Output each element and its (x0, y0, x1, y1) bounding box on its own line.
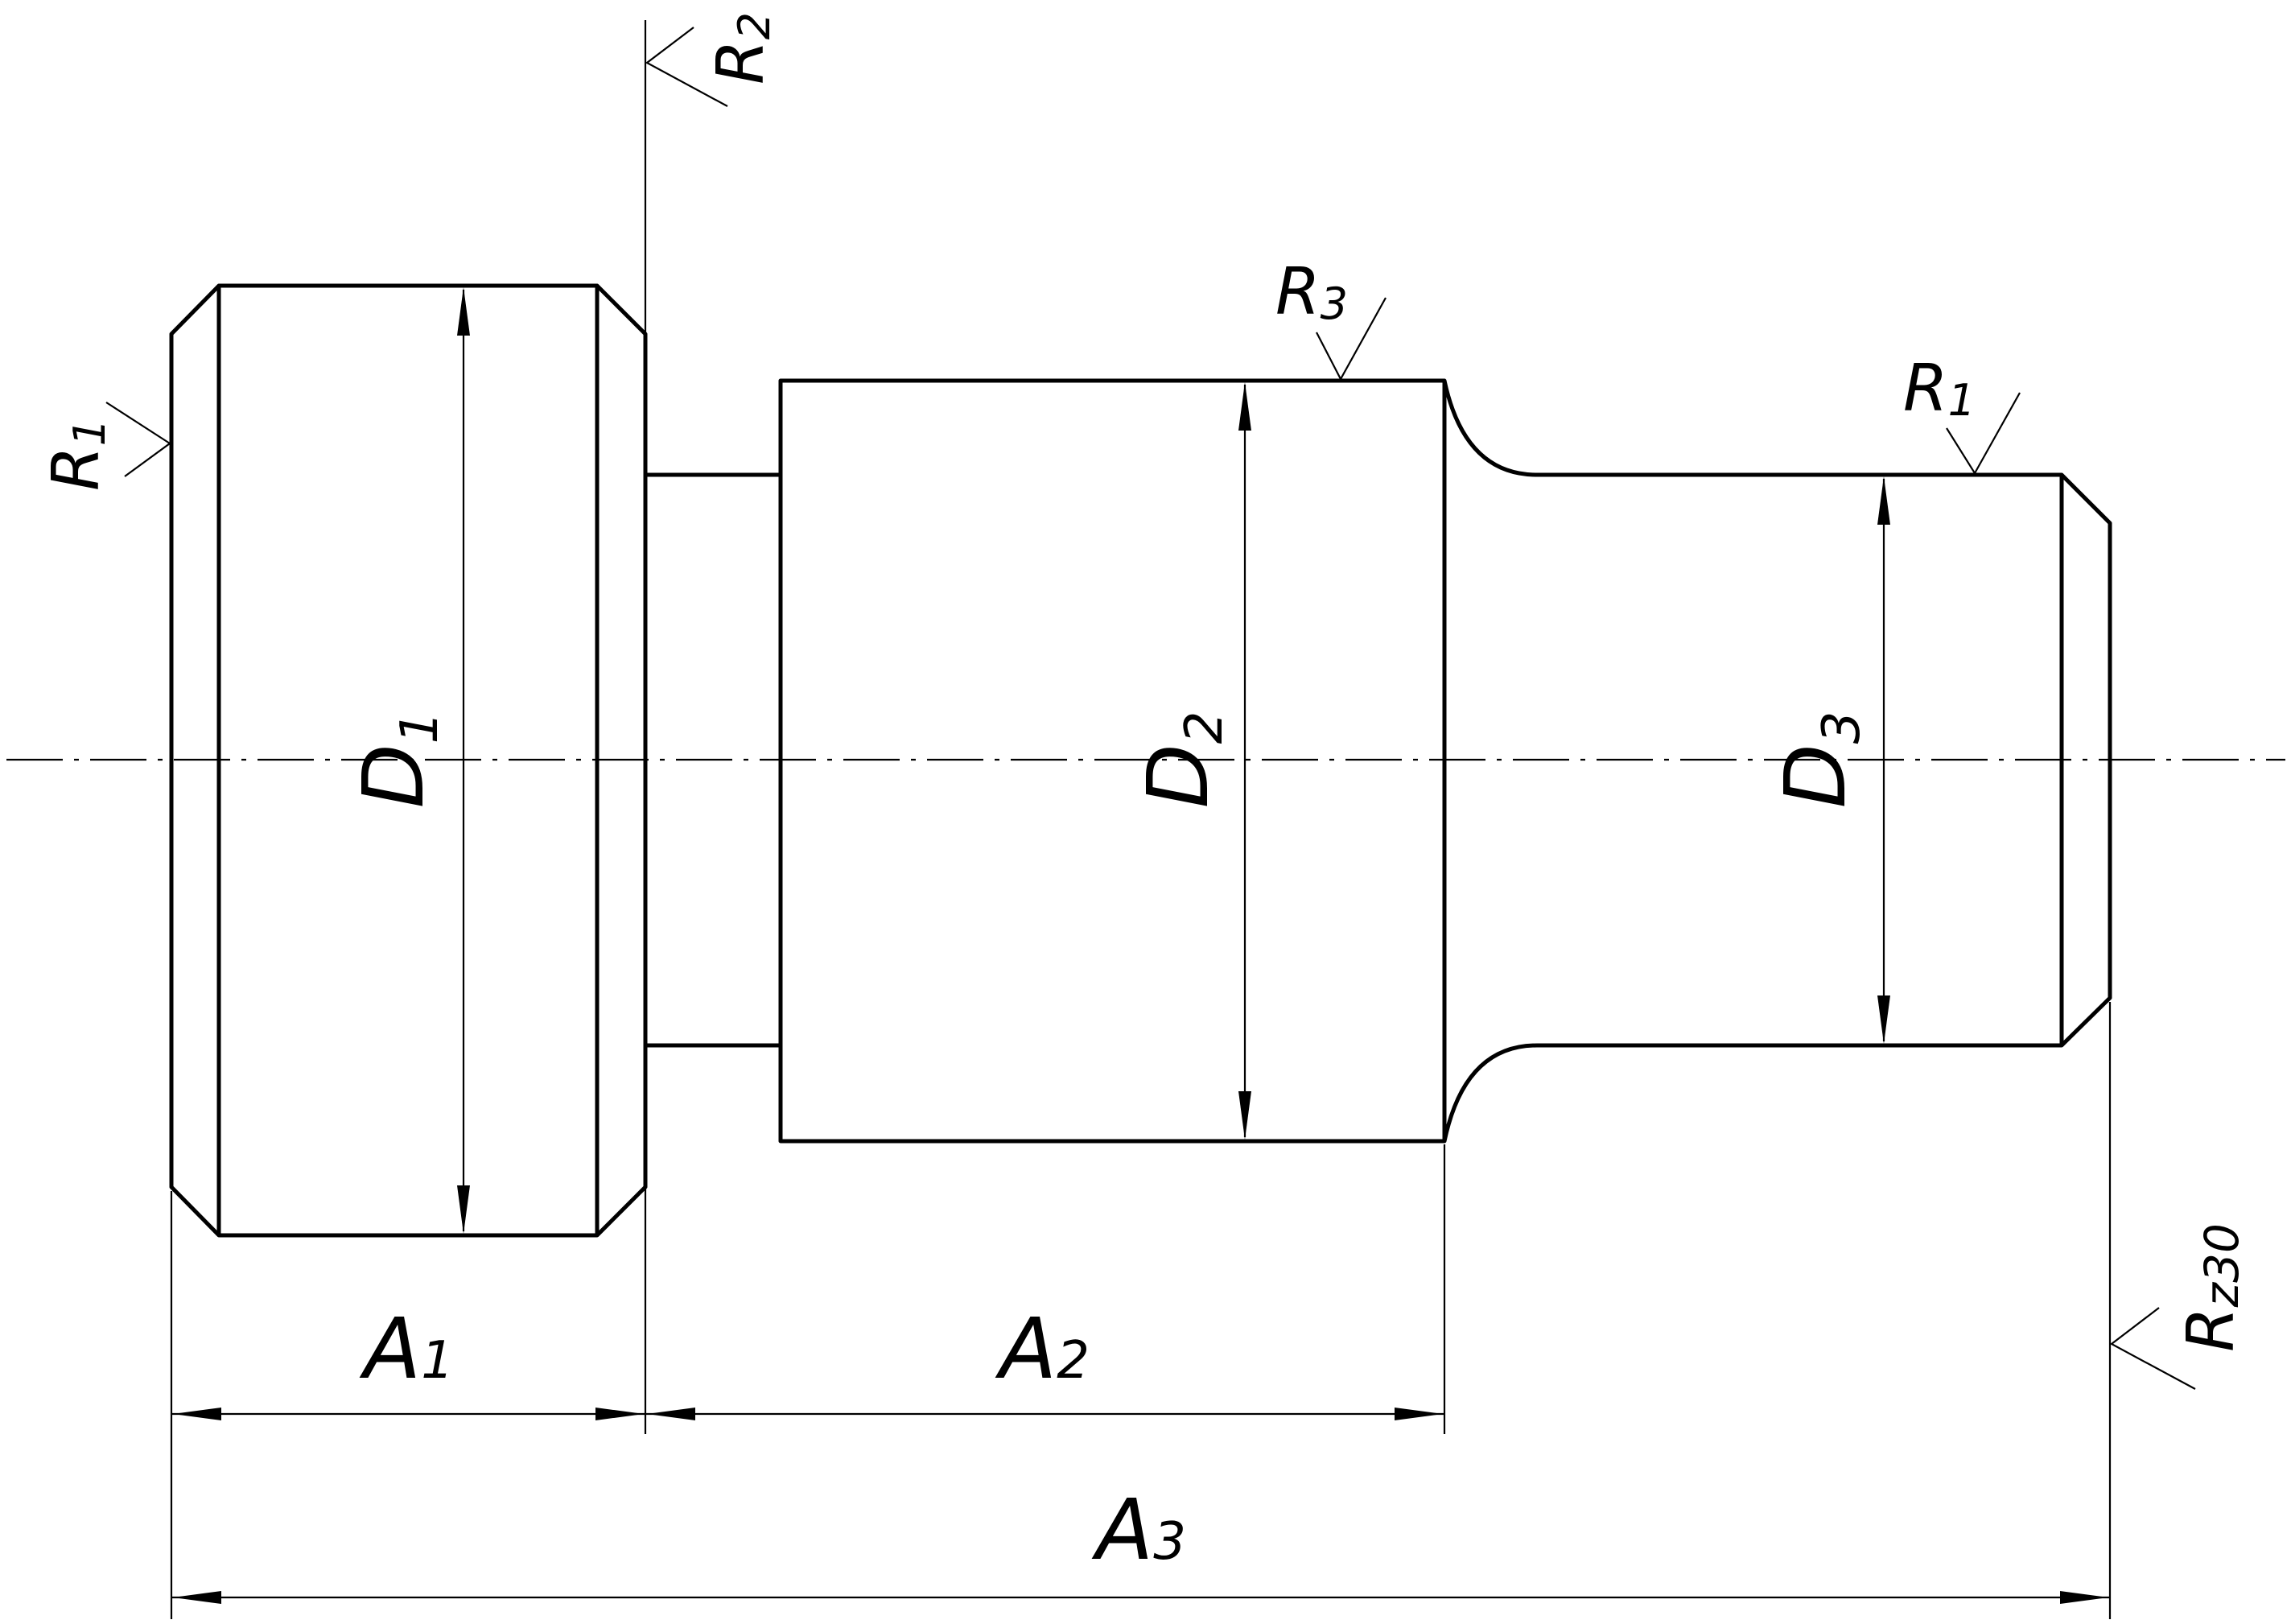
label-a3-main: A (1091, 1481, 1153, 1579)
label-d2: D2 (1129, 711, 1234, 809)
label-r3-sub: 3 (1321, 278, 1348, 329)
a2-arrow-left (647, 1408, 695, 1420)
roughness-symbol-rz30 (2109, 1307, 2196, 1390)
label-a2-main: A (995, 1300, 1057, 1398)
label-d1: D1 (344, 711, 450, 809)
label-rz30: Rz30 (2174, 1223, 2249, 1352)
a1-arrow-left (173, 1408, 221, 1420)
d2-arrow-bottom (1238, 1091, 1251, 1140)
part-outline (169, 283, 2112, 1238)
roughness-symbol-r1-left (105, 402, 171, 477)
label-r1-left: R1 (39, 418, 115, 491)
roughness-symbol-r3 (1316, 297, 1387, 381)
d3-arrow-bottom (1877, 995, 1890, 1044)
a2-arrow-right (1395, 1408, 1443, 1420)
a3-arrow-right (2060, 1591, 2108, 1604)
label-r1-left-main: R (39, 446, 113, 491)
labels: D1 D2 D3 A1 A2 A3 R1 R2 R3 (39, 12, 2249, 1579)
label-r1-right-main: R (1903, 351, 1948, 426)
label-d3-main: D (1766, 744, 1865, 808)
roughness-symbol-r1-right (1946, 392, 2021, 476)
label-r2-main: R (703, 39, 778, 84)
label-rz30-main: R (2174, 1307, 2248, 1352)
label-r2-sub: 2 (729, 12, 780, 39)
roughness-symbols (105, 27, 2196, 1390)
d1-arrow-top (457, 287, 470, 336)
middle-body (778, 378, 1447, 1144)
label-r1-left-sub: 1 (64, 418, 115, 446)
d2-arrow-top (1238, 382, 1251, 431)
a1-arrow-right (595, 1408, 644, 1420)
diameter-dimensions (457, 287, 1890, 1234)
label-a2-sub: 2 (1057, 1331, 1090, 1391)
label-d2-main: D (1129, 744, 1227, 808)
d3-arrow-top (1877, 476, 1890, 525)
label-r2: R2 (703, 12, 780, 84)
label-a3: A3 (1091, 1481, 1186, 1579)
label-a2: A2 (995, 1300, 1090, 1398)
label-a1: A1 (359, 1300, 454, 1398)
label-d1-sub: 1 (390, 711, 450, 744)
label-a1-main: A (359, 1300, 421, 1398)
label-d3: D3 (1766, 711, 1872, 809)
a3-arrow-left (173, 1591, 221, 1604)
label-a3-sub: 3 (1153, 1512, 1186, 1572)
label-rz30-sub: z30 (2194, 1223, 2249, 1308)
label-r1-right-sub: 1 (1948, 375, 1976, 426)
label-d1-main: D (344, 744, 443, 808)
label-d2-sub: 2 (1175, 711, 1234, 744)
label-r3-main: R (1275, 254, 1321, 329)
label-d3-sub: 3 (1812, 711, 1872, 744)
roughness-symbol-r2 (645, 27, 728, 107)
d1-arrow-bottom (457, 1185, 470, 1234)
label-r3: R3 (1275, 254, 1348, 329)
length-dimensions (170, 20, 2112, 1619)
label-r1-right: R1 (1903, 351, 1976, 426)
right-shaft (1442, 380, 2112, 1142)
label-a1-sub: 1 (421, 1331, 454, 1391)
